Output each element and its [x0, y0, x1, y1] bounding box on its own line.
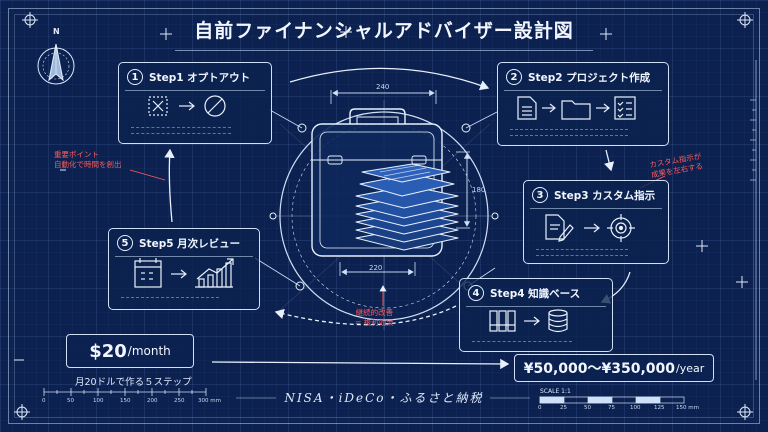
scale-tick-label: 50 — [584, 405, 591, 411]
target-icon — [607, 214, 635, 242]
step-number: 5 — [117, 235, 133, 251]
annotation-bottom: 継続的改善 = 複利効果 — [355, 308, 394, 327]
arrow-right-icon — [596, 103, 610, 113]
arrow-right-icon — [584, 223, 600, 233]
dimension-lines — [330, 89, 471, 276]
dimension-right-label: 180 — [472, 186, 486, 194]
scale-bar — [539, 396, 685, 404]
title-underline — [175, 50, 593, 51]
ruler-tick-label: 250 — [174, 398, 185, 404]
monthly-cost-amount: $20 — [89, 340, 127, 362]
page-title: 自前ファイナンシャルアドバイザー設計図 — [194, 20, 574, 42]
scale-tick-label: 150 mm — [676, 405, 699, 411]
step-number: 4 — [468, 285, 484, 301]
left-ruler — [43, 388, 207, 396]
scale-tick-label: 75 — [608, 405, 615, 411]
step-card-2[interactable]: 2 Step2 プロジェクト作成 — [497, 62, 669, 146]
scale-tick-label: 100 — [630, 405, 641, 411]
arrow-right-icon — [542, 103, 556, 113]
arrow-right-icon — [171, 269, 187, 279]
ruler-tick-label: 0 — [42, 398, 46, 404]
arrow-right-icon — [179, 101, 195, 111]
right-edge-ruler — [750, 60, 757, 380]
corner-crosshairs — [14, 12, 753, 420]
monthly-cost-box: $20 /month — [66, 334, 194, 368]
folder-icon — [561, 100, 591, 120]
step-card-4[interactable]: 4 Step4 知識ベース — [459, 278, 613, 352]
dimension-top-label: 240 — [376, 83, 390, 91]
arrow-right-icon — [524, 316, 540, 326]
monthly-cost-unit: /month — [127, 344, 171, 358]
ruler-tick-label: 300 mm — [198, 398, 221, 404]
ruler-tick-label: 200 — [147, 398, 158, 404]
flow-arrows — [164, 67, 631, 370]
annual-value-amount: ¥50,000〜¥350,000 — [523, 361, 676, 377]
database-icon — [548, 309, 568, 333]
scale-tick-label: 25 — [560, 405, 567, 411]
step-title: Step2 プロジェクト作成 — [528, 71, 651, 84]
step-number: 2 — [506, 69, 522, 85]
step-card-1[interactable]: 1 Step1 オプトアウト — [118, 62, 272, 144]
cross-box-icon — [148, 96, 168, 116]
annual-value-box: ¥50,000〜¥350,000 /year — [514, 354, 714, 382]
ruler-tick-label: 150 — [120, 398, 131, 404]
prohibit-icon — [204, 95, 226, 117]
step-title: Step3 カスタム指示 — [554, 189, 656, 202]
annual-value-unit: /year — [676, 361, 705, 375]
step-title: Step5 月次レビュー — [139, 237, 241, 250]
step-card-3[interactable]: 3 Step3 カスタム指示 — [523, 180, 669, 264]
compass-icon — [37, 43, 75, 85]
step-title: Step4 知識ベース — [490, 287, 581, 300]
growth-chart-icon — [195, 258, 234, 288]
calendar-icon — [134, 258, 162, 288]
ruler-tick-label: 50 — [67, 398, 74, 404]
ruler-tick-label: 100 — [93, 398, 104, 404]
scale-label: SCALE 1:1 — [540, 388, 571, 395]
step-number: 3 — [532, 187, 548, 203]
step-card-5[interactable]: 5 Step5 月次レビュー — [108, 228, 260, 310]
step-title: Step1 オプトアウト — [149, 71, 251, 84]
binders-icon — [489, 310, 516, 332]
inner-frame — [14, 14, 754, 418]
scale-tick-label: 0 — [538, 405, 542, 411]
cost-caption: 月20ドルで作る５ステップ — [75, 377, 192, 388]
annotation-left: 重要ポイント 自動化で時間を創出 — [54, 150, 122, 169]
scale-tick-label: 125 — [654, 405, 665, 411]
step-number: 1 — [127, 69, 143, 85]
document-stack-icon — [355, 163, 459, 251]
compass-north-label: N — [53, 27, 60, 36]
checklist-icon — [614, 96, 636, 120]
document-pen-icon — [545, 214, 574, 242]
document-icon — [517, 96, 537, 120]
outer-frame — [8, 8, 760, 424]
footer-topics: NISA・iDeCo・ふるさと納税 — [284, 391, 484, 405]
dimension-bottom-label: 220 — [369, 264, 383, 272]
